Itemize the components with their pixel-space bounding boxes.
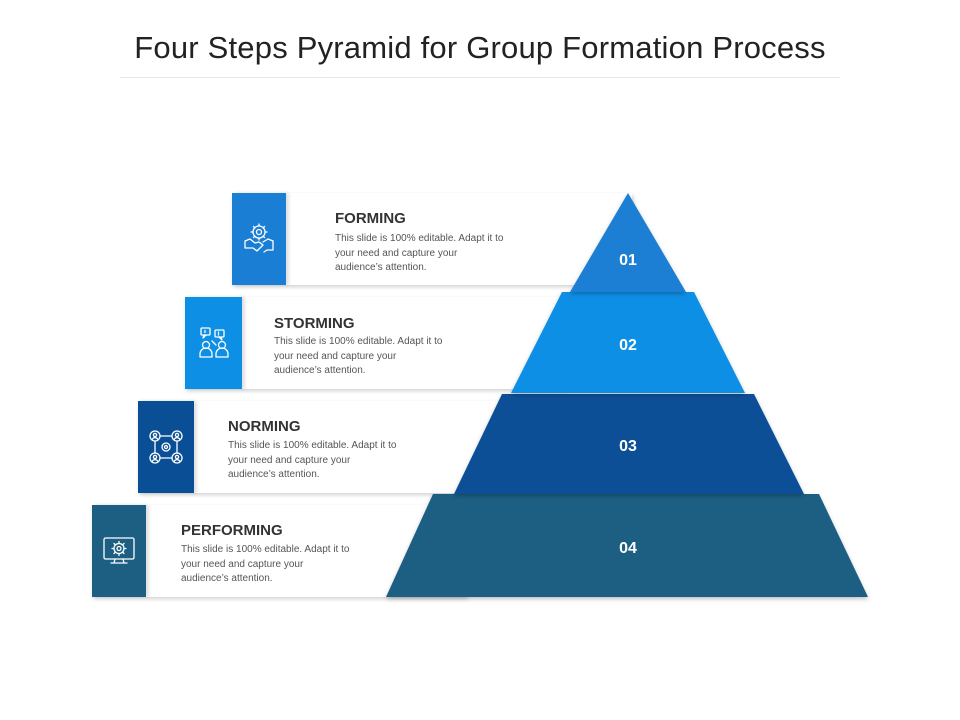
pyramid-tier-3 <box>454 394 804 494</box>
step-icon-box <box>185 297 242 389</box>
step-description: This slide is 100% editable. Adapt it to… <box>335 232 535 276</box>
pyramid-tier-4 <box>386 494 868 597</box>
step-icon-box <box>232 193 286 285</box>
desc-line: your need and capture your <box>335 247 458 259</box>
desc-line: audience’s attention. <box>181 573 273 584</box>
tier-number-2: 02 <box>619 337 637 354</box>
desc-line: This slide is 100% editable. Adapt it to <box>181 544 350 555</box>
handshake-gear-icon <box>244 223 274 253</box>
step-title: STORMING <box>274 315 355 332</box>
page-title: Four Steps Pyramid for Group Formation P… <box>134 30 826 65</box>
tier-number-1: 01 <box>619 252 637 269</box>
desc-line: your need and capture your <box>228 454 351 466</box>
tier-number-3: 03 <box>619 438 637 455</box>
step-title: FORMING <box>335 210 406 227</box>
desc-line: This slide is 100% editable. Adapt it to <box>274 336 443 347</box>
step-icon-box <box>138 401 194 493</box>
desc-line: audience’s attention. <box>228 469 320 480</box>
network-people-icon <box>149 430 183 464</box>
desc-line: This slide is 100% editable. Adapt it to <box>228 440 397 451</box>
desc-line: your need and capture your <box>274 350 397 362</box>
desc-line: audience’s attention. <box>335 262 427 273</box>
pyramid-tier-2 <box>511 292 745 393</box>
step-title: NORMING <box>228 418 301 435</box>
step-title: PERFORMING <box>181 522 283 539</box>
desc-line: your need and capture your <box>181 558 304 570</box>
step-card-storming: STORMING This slide is 100% editable. Ad… <box>185 297 565 389</box>
people-chat-icon <box>198 327 229 358</box>
step-description: This slide is 100% editable. Adapt it to… <box>274 335 474 379</box>
desc-line: This slide is 100% editable. Adapt it to <box>335 233 504 244</box>
step-card-norming: NORMING This slide is 100% editable. Ada… <box>138 401 508 493</box>
title-divider <box>120 77 840 78</box>
step-description: This slide is 100% editable. Adapt it to… <box>228 439 428 483</box>
tier-number-4: 04 <box>619 540 637 557</box>
step-description: This slide is 100% editable. Adapt it to… <box>181 543 381 587</box>
desc-line: audience’s attention. <box>274 365 366 376</box>
monitor-gear-icon <box>103 537 135 564</box>
step-card-forming: FORMING This slide is 100% editable. Ada… <box>232 193 632 285</box>
step-icon-box <box>92 505 146 597</box>
pyramid-tier-1 <box>570 193 686 292</box>
